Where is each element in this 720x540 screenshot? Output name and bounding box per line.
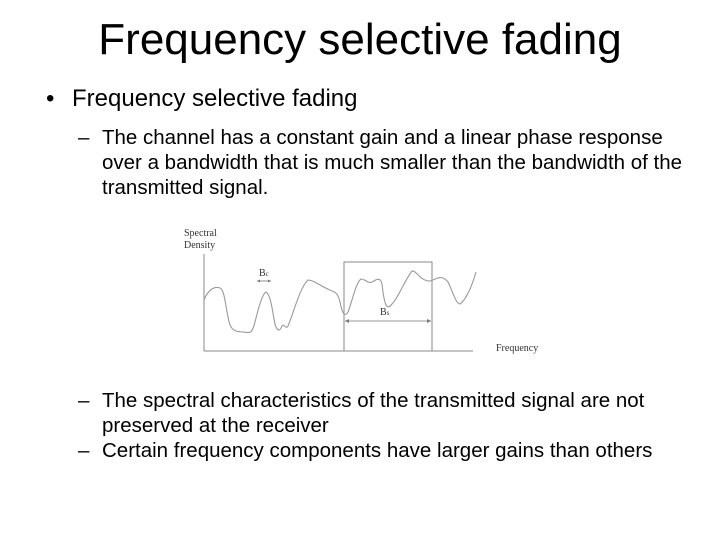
spectral-density-figure: Spectral Density Bc Bs Frequency [170, 222, 560, 362]
dash-marker: – [78, 389, 90, 412]
sub-bullet-1: – The channel has a constant gain and a … [78, 125, 702, 200]
bc-label: Bc [259, 268, 269, 279]
fading-curve [203, 270, 477, 334]
sub-bullet-text: The channel has a constant gain and a li… [102, 126, 683, 199]
bs-label: Bs [380, 307, 390, 318]
sub-bullet-3: – Certain frequency components have larg… [78, 438, 702, 463]
sub-bullet-text: Certain frequency components have larger… [102, 439, 653, 462]
signal-bandwidth-box [343, 261, 433, 352]
slide-title: Frequency selective fading [98, 15, 622, 64]
sub-bullet-2: – The spectral characteristics of the tr… [78, 388, 702, 438]
main-bullet: • Frequency selective fading [46, 85, 358, 113]
spectral-plot [203, 254, 477, 352]
dash-marker: – [78, 126, 90, 149]
y-axis-label: Spectral Density [184, 228, 217, 251]
x-axis-label: Frequency [496, 343, 539, 354]
dash-marker: – [78, 439, 90, 462]
main-bullet-text: Frequency selective fading [72, 85, 358, 112]
bullet-dot: • [46, 85, 55, 112]
sub-bullet-text: The spectral characteristics of the tran… [102, 389, 645, 437]
